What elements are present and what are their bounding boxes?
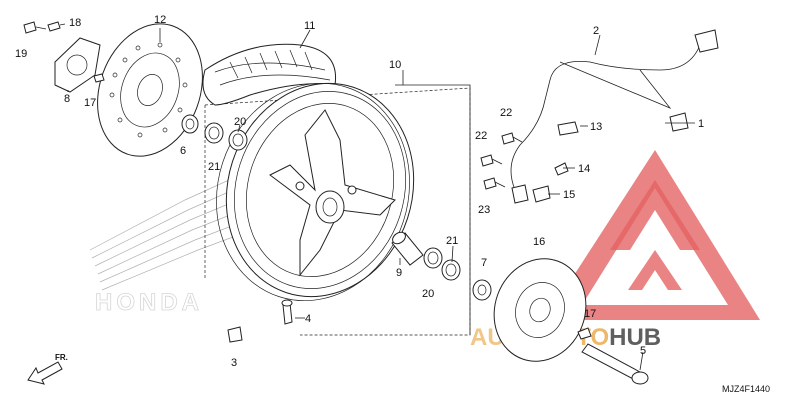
callout-13: 13 bbox=[590, 121, 602, 133]
bolt-19-part bbox=[23, 21, 47, 34]
callout-21-left: 21 bbox=[208, 161, 220, 173]
bearing-21-left-part bbox=[204, 122, 224, 144]
watermark-text-hub: HUB bbox=[609, 324, 661, 351]
callout-23: 23 bbox=[478, 204, 490, 216]
callout-12: 12 bbox=[154, 14, 166, 26]
callout-14: 14 bbox=[578, 163, 590, 175]
callout-numbers: 1 2 3 4 5 6 7 8 9 10 11 12 13 14 15 16 1… bbox=[15, 14, 704, 369]
bolt-18-part bbox=[47, 21, 66, 32]
clamp-13-part bbox=[557, 121, 579, 136]
clip-part bbox=[227, 326, 243, 343]
bolt-22-upper-part bbox=[501, 132, 523, 145]
wheel-speed-sensor-part bbox=[510, 29, 719, 204]
distance-collar-part bbox=[391, 231, 424, 266]
watermark-triangle bbox=[545, 150, 760, 320]
bolt-22-lower-part bbox=[480, 154, 503, 167]
callout-2: 2 bbox=[593, 25, 599, 37]
clip-14-part bbox=[554, 162, 569, 176]
callout-4: 4 bbox=[305, 313, 311, 325]
front-direction-indicator: FR. bbox=[27, 353, 68, 385]
collar-7-part bbox=[472, 279, 492, 301]
callout-17-left: 17 bbox=[84, 97, 96, 109]
callout-22-lower: 22 bbox=[475, 130, 487, 142]
callout-20-left: 20 bbox=[234, 116, 246, 128]
callout-16: 16 bbox=[533, 236, 545, 248]
axle-part bbox=[581, 343, 649, 385]
callout-7: 7 bbox=[481, 257, 487, 269]
right-brake-disc bbox=[493, 258, 587, 362]
callout-11: 11 bbox=[304, 20, 315, 32]
front-wheel-part bbox=[216, 82, 415, 302]
callout-1: 1 bbox=[698, 118, 704, 130]
callout-8: 8 bbox=[64, 93, 70, 105]
callout-19: 19 bbox=[15, 48, 27, 60]
callout-21-right: 21 bbox=[446, 235, 458, 247]
grommet-1-part bbox=[669, 112, 689, 132]
leader-lines bbox=[67, 28, 695, 371]
bolt-17-left-part bbox=[93, 73, 105, 83]
bearing-21-right-part bbox=[441, 259, 461, 281]
bolt-17-right-part bbox=[577, 327, 592, 340]
clip-15-part bbox=[532, 185, 551, 203]
bolt-23-part bbox=[483, 177, 506, 190]
front-arrow-icon bbox=[27, 361, 63, 385]
callout-22-upper: 22 bbox=[500, 107, 512, 119]
honda-wing-logo: HONDA bbox=[89, 159, 287, 316]
callout-6: 6 bbox=[180, 145, 186, 157]
collar-6-part bbox=[181, 114, 199, 134]
front-direction-label: FR. bbox=[55, 353, 68, 362]
left-brake-disc bbox=[97, 23, 203, 157]
callout-9: 9 bbox=[396, 267, 402, 279]
diagram-code: MJZ4F1440 bbox=[722, 384, 770, 394]
callout-17-right: 17 bbox=[584, 308, 596, 320]
honda-brand-text: HONDA bbox=[95, 289, 203, 316]
seal-20-left-part bbox=[228, 129, 248, 151]
callout-20-right: 20 bbox=[422, 288, 434, 300]
pulser-ring-part bbox=[54, 37, 101, 93]
callout-3: 3 bbox=[231, 357, 237, 369]
callout-18: 18 bbox=[69, 17, 81, 29]
callout-5: 5 bbox=[640, 345, 646, 357]
callout-10: 10 bbox=[389, 59, 401, 71]
seal-20-right-part bbox=[423, 247, 443, 269]
callout-15: 15 bbox=[563, 189, 575, 201]
valve-part bbox=[281, 299, 293, 325]
